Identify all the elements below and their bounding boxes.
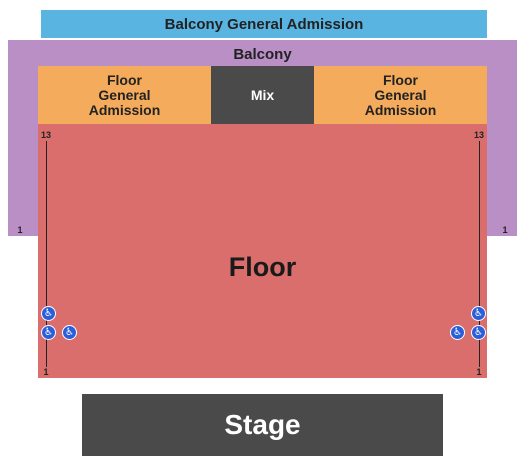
section-floor-general-admission-right[interactable]: Floor General Admission xyxy=(314,66,487,124)
mix-booth: Mix xyxy=(211,66,314,124)
wheelchair-icon[interactable]: ♿ xyxy=(62,325,77,340)
section-floor-general-admission-left[interactable]: Floor General Admission xyxy=(38,66,211,124)
floor-right-row-line xyxy=(479,141,480,367)
section-floor-label: Floor xyxy=(228,251,297,282)
floor-right-row-bottom-number: 1 xyxy=(476,367,482,377)
wheelchair-icon[interactable]: ♿ xyxy=(471,306,486,321)
stage: Stage xyxy=(82,394,443,456)
section-floor[interactable] xyxy=(38,124,487,378)
floor-ga-right-line-2: General xyxy=(374,86,427,103)
floor-left-row-bottom-number: 1 xyxy=(43,367,49,377)
floor-ga-right-line-3: Admission xyxy=(364,101,437,118)
floor-left-row-top-number: 13 xyxy=(40,130,51,140)
floor-ga-right-line-1: Floor xyxy=(382,71,418,88)
floor-ga-left-line-2: General xyxy=(98,86,151,103)
balcony-right-row-number: 1 xyxy=(502,225,508,235)
wheelchair-icon[interactable]: ♿ xyxy=(41,325,56,340)
floor-ga-left-line-3: Admission xyxy=(88,101,161,118)
section-balcony-general-admission[interactable]: Balcony General Admission xyxy=(41,10,487,38)
floor-left-row-line xyxy=(46,141,47,367)
balcony-left-row-number: 1 xyxy=(17,225,23,235)
floor-right-row-top-number: 13 xyxy=(473,130,484,140)
wheelchair-icon[interactable]: ♿ xyxy=(41,306,56,321)
floor-ga-left-line-1: Floor xyxy=(106,71,142,88)
wheelchair-icon[interactable]: ♿ xyxy=(450,325,465,340)
wheelchair-icon[interactable]: ♿ xyxy=(471,325,486,340)
section-balcony-label: Balcony xyxy=(233,45,292,63)
